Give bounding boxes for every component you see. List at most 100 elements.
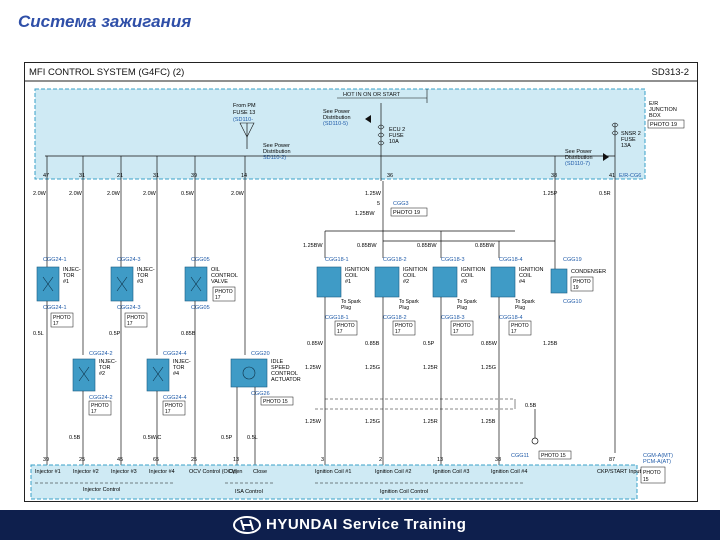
ecu2-fuse-symbol [377, 124, 385, 146]
junction-2: JUNCTION [649, 107, 677, 113]
coil-bottom-2: 1.25G [365, 365, 380, 371]
pcm-lbl-2: Injector #2 [73, 469, 99, 475]
ecu2-2: FUSE [389, 133, 404, 139]
see-power-1b: Distribution [323, 115, 351, 121]
pcm-lbl-5: OCV Control (OCV) [189, 469, 237, 475]
isc-conn: CGG20 [251, 351, 270, 357]
inj1-photo1: PHOTO [53, 315, 71, 321]
inj3-conn: CGG24-3 [117, 257, 141, 263]
inj3-l1: INJEC- [137, 267, 155, 273]
top-wire-8: 1.25P [543, 191, 558, 197]
group-ignition: Ignition Coil Control [380, 489, 428, 495]
top-pin-5: 39 [191, 173, 197, 179]
ground-splice [531, 437, 539, 445]
injector-2-connector [72, 358, 96, 392]
bottom-pin-6: 13 [233, 457, 239, 463]
see-power-3-arrow [603, 153, 609, 161]
lower-wire-8: 1.25B [543, 341, 558, 347]
coil1-photo2: 17 [337, 329, 343, 335]
top-wire-3: 2.0W [107, 191, 121, 197]
bottom-pin-1: 39 [43, 457, 49, 463]
lower-wire-2: 0.5P [109, 331, 121, 337]
coil4-conn: CGG18-4 [499, 257, 523, 263]
ocv-conn: CGG05 [191, 257, 210, 263]
bottom-pin-5: 25 [191, 457, 197, 463]
pcm-lbl-8: Ignition Coil #1 [315, 469, 351, 475]
isc-l1: IDLE [271, 359, 284, 365]
isc-l4: ACTUATOR [271, 377, 301, 383]
inj3-l2: TOR [137, 273, 149, 279]
ecu2-3: 10A [389, 139, 399, 145]
coil3-spark1: To Spark [457, 299, 477, 305]
bottom-pin-8: 2 [379, 457, 382, 463]
see-power-2b: Distribution [263, 149, 291, 155]
top-pin-8: 38 [551, 173, 557, 179]
inj4-conn: CGG24-4 [163, 351, 187, 357]
cond-photo2: 19 [573, 285, 579, 291]
hot-label: HOT IN ON OR START [343, 92, 401, 98]
injector-4-connector [146, 358, 170, 392]
coil4-spark1: To Spark [515, 299, 535, 305]
isc-photo: PHOTO 15 [263, 399, 288, 405]
coil1-l3: #1 [345, 279, 351, 285]
see-power-1a: See Power [323, 109, 350, 115]
isc-l3: CONTROL [271, 371, 298, 377]
ecm-2: PCM-A(AT) [643, 459, 671, 465]
coil1-l2: COIL [345, 273, 358, 279]
coil1-conn: CGG18-1 [325, 257, 349, 263]
coil3-l3: #3 [461, 279, 467, 285]
pcm-lbl-11: Ignition Coil #4 [491, 469, 527, 475]
see-power-1c: (SD110-5) [323, 121, 348, 127]
ocv-l2: CONTROL [211, 273, 238, 279]
pcm-lbl-3: Injector #3 [111, 469, 137, 475]
inj2-conn2: CGG24-2 [89, 395, 113, 401]
slide-title: Система зажигания [18, 12, 192, 31]
inj1-conn2: CGG24-1 [43, 305, 67, 311]
bottom-pin-9: 13 [437, 457, 443, 463]
ocv-photo1: PHOTO [215, 289, 233, 295]
see-power-1-arrow [365, 115, 371, 123]
inj1-photo2: 17 [53, 321, 59, 327]
top-wire-5: 0.5W [181, 191, 195, 197]
inj2-photo1: PHOTO [91, 403, 109, 409]
coil1-spark2: Plug [341, 305, 351, 311]
lower-wire-1: 0.5L [33, 331, 44, 337]
coil2-l2: COIL [403, 273, 416, 279]
top-pin-10: E/R-CG6 [619, 173, 641, 179]
diagram-code: SD313-2 [651, 67, 690, 78]
coil-bottom-4: 1.25G [481, 365, 496, 371]
pcm-wire-4: 0.5L [247, 435, 258, 441]
splice-wire: 0.5B [525, 403, 537, 409]
coil3-spark2: Plug [457, 305, 467, 311]
pcm-lbl-10: Ignition Coil #3 [433, 469, 469, 475]
fuse-main-arrow [239, 122, 255, 138]
coil2-photo1: PHOTO [395, 323, 413, 329]
see-power-2a: See Power [263, 143, 290, 149]
coil-wire-1: 1.25BW [303, 243, 323, 249]
bottom-pin-10: 38 [495, 457, 501, 463]
fuse-main-1: From PM [233, 103, 256, 109]
hyundai-logo-icon [233, 516, 261, 534]
top-wire-7: 1.25W [365, 191, 382, 197]
see-power-3c: (SD110-7) [565, 161, 590, 167]
group-isa: ISA Control [235, 489, 263, 495]
inj4-photo2: 17 [165, 409, 171, 415]
inj3-l3: #3 [137, 279, 143, 285]
coil3-photo1: PHOTO [453, 323, 471, 329]
sns2-3: 13A [621, 143, 631, 149]
mid-conn-name: CGG3 [393, 201, 409, 207]
coil2-spark2: Plug [399, 305, 409, 311]
coil-bottom-5: 1.25W [305, 419, 322, 425]
coil2-spark1: To Spark [399, 299, 419, 305]
inj4-photo1: PHOTO [165, 403, 183, 409]
isc-conn2: CGG26 [251, 391, 270, 397]
see-power-3a: See Power [565, 149, 592, 155]
top-wire-1: 2.0W [33, 191, 47, 197]
bottom-pin-7: 3 [321, 457, 324, 463]
coil4-l3: #4 [519, 279, 525, 285]
bottom-pin-4: 65 [153, 457, 159, 463]
inj4-l2: TOR [173, 365, 185, 371]
condenser [550, 268, 568, 294]
coil1-l1: IGNITION [345, 267, 369, 273]
ecm-photo1: PHOTO [643, 470, 661, 476]
